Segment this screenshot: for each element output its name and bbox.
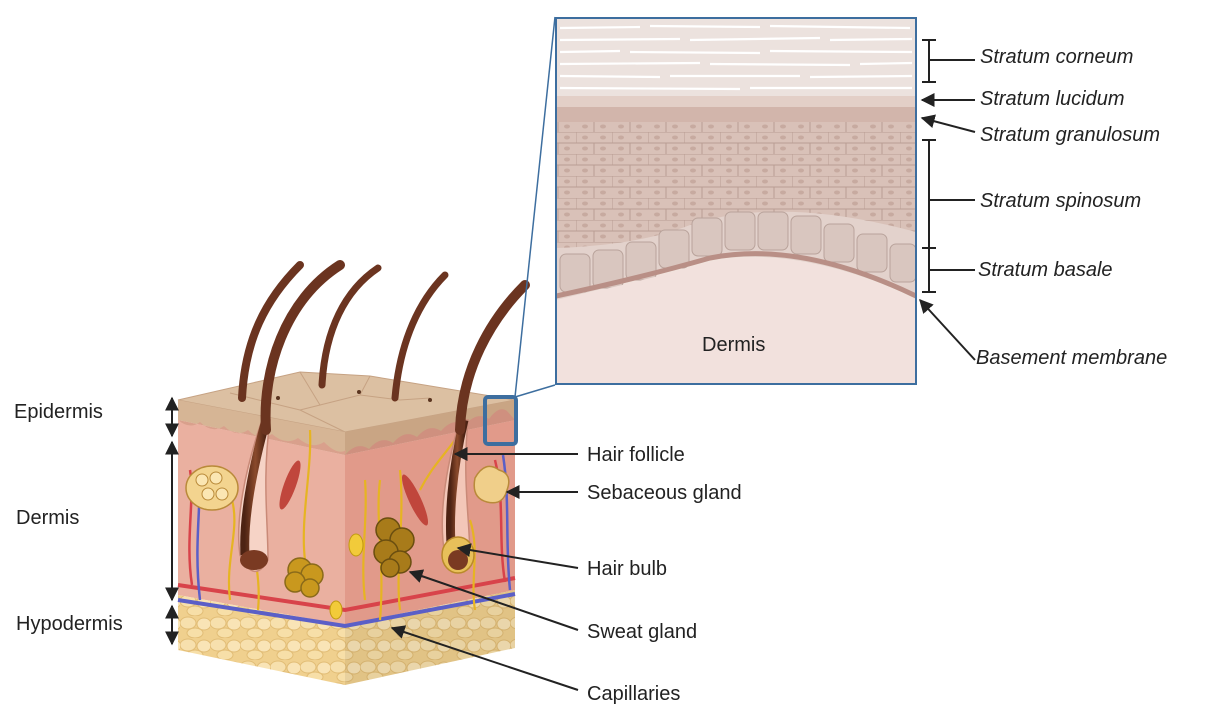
label-hypodermis: Hypodermis [16, 613, 123, 636]
label-sweat-gland: Sweat gland [587, 621, 697, 644]
label-capillaries: Capillaries [587, 683, 680, 706]
strata-brackets [920, 40, 975, 360]
label-hair-bulb: Hair bulb [587, 558, 667, 581]
label-stratum-spinosum: Stratum spinosum [980, 190, 1141, 213]
label-epidermis: Epidermis [14, 401, 103, 424]
label-stratum-lucidum: Stratum lucidum [980, 88, 1125, 111]
label-stratum-basale: Stratum basale [978, 259, 1113, 282]
epidermis-inset [556, 18, 916, 384]
label-hair-follicle: Hair follicle [587, 444, 685, 467]
sebaceous-gland-left [186, 466, 238, 510]
label-stratum-granulosum: Stratum granulosum [980, 124, 1160, 147]
label-dermis: Dermis [16, 507, 79, 530]
label-stratum-corneum: Stratum corneum [980, 46, 1133, 69]
stratum-lucidum-layer [556, 96, 916, 108]
sebaceous-gland-right [474, 466, 509, 502]
label-basement-membrane: Basement membrane [976, 347, 1167, 370]
stratum-granulosum-layer [556, 107, 916, 123]
label-sebaceous-gland: Sebaceous gland [587, 482, 742, 505]
label-inset-dermis: Dermis [702, 334, 765, 357]
